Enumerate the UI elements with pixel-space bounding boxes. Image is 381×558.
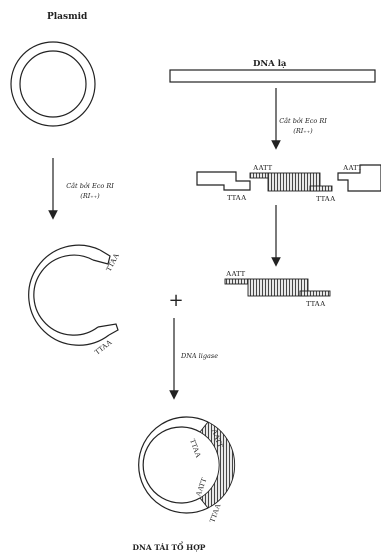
cut-label-plasmid: Cắt bởi Eco RI [66, 181, 114, 190]
sticky-end-bottom-right: TTAA [316, 194, 336, 203]
central-dna-fragment [250, 173, 332, 191]
cut-label-dna: Cắt bởi Eco RI [279, 116, 327, 125]
ligase-label: DNA ligase [180, 352, 218, 360]
foreign-dna-label: DNA lạ [253, 59, 287, 69]
fragment-bottom-label: TTAA [306, 299, 326, 308]
rec-ttaa-upper: TTAA [188, 438, 203, 460]
recombinant-title: DNA TÁI TỔ HỢP [133, 541, 206, 552]
cut-sub-dna: (RI₊₊) [293, 127, 313, 135]
plasmid-title: Plasmid [47, 12, 88, 22]
opened-plasmid [29, 245, 118, 345]
plus-sign: + [168, 290, 183, 311]
sticky-end-bottom-left: TTAA [227, 193, 247, 202]
left-dna-piece [197, 172, 250, 190]
open-plasmid-lower-end: TTAA [93, 337, 114, 356]
foreign-dna-bar [170, 70, 375, 82]
plasmid-ring [11, 42, 95, 126]
cut-sub-plasmid: (RI₊₊) [80, 192, 100, 200]
fragment-top-label: AATT [226, 269, 246, 278]
sticky-end-top-left: AATT [253, 163, 273, 172]
isolated-fragment [225, 279, 330, 296]
